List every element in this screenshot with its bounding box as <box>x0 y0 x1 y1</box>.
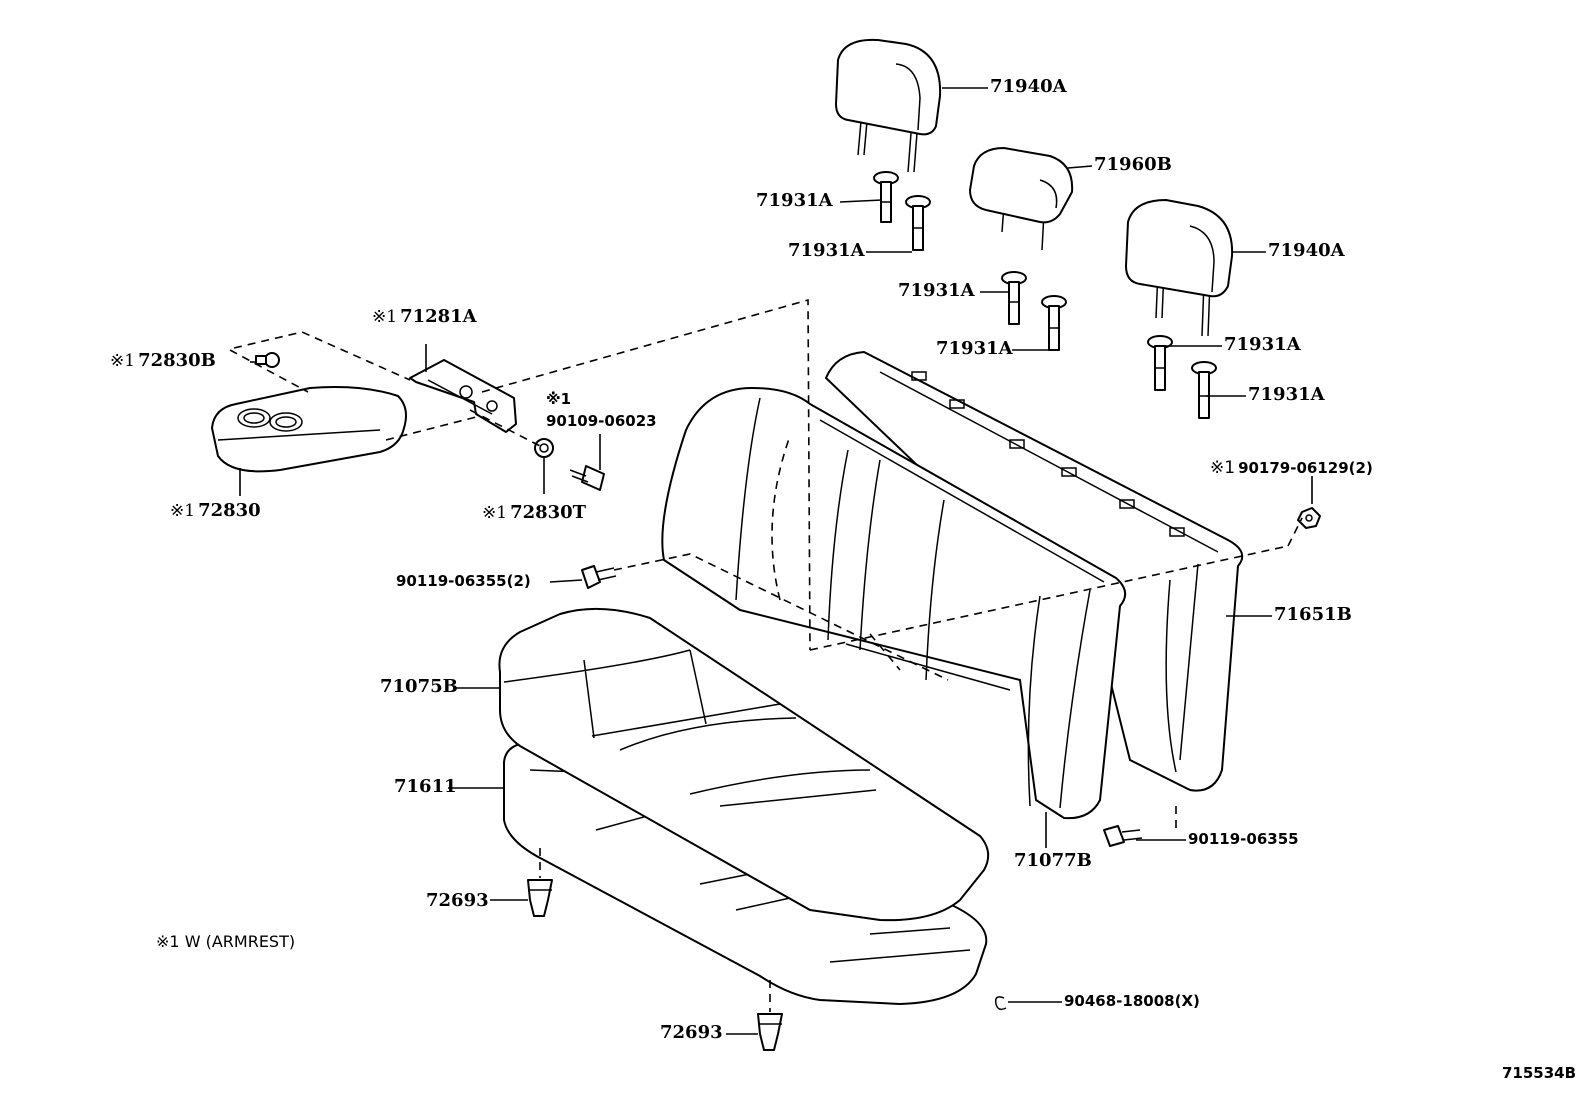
part-label-back-bolt-pair: 90119-06355(2) <box>396 572 531 590</box>
part-label-support-5: 71931A <box>1224 334 1301 355</box>
part-label-support-6: 71931A <box>1248 384 1325 405</box>
clip-1-drawing <box>527 879 553 917</box>
part-label-back-bolt: 90119-06355 <box>1188 830 1299 848</box>
headrest-right-drawing <box>1125 199 1234 337</box>
nut-drawing <box>1297 507 1321 529</box>
headrest-supports-drawing <box>873 171 1217 419</box>
part-label-support-1: 71931A <box>756 190 833 211</box>
bushing-t-drawing <box>534 438 554 458</box>
part-label-support-3: 71931A <box>898 280 975 301</box>
seat-cushion-drawing <box>498 607 990 1005</box>
hog-ring-drawing <box>994 996 1007 1011</box>
armrest-bracket-drawing <box>409 359 517 433</box>
bolt-pair-drawing <box>581 565 617 589</box>
part-label-armrest-bolt-mark: ※1 <box>546 390 572 408</box>
part-label-clip-1: 72693 <box>426 890 489 911</box>
assembly-lines <box>229 298 1303 1012</box>
armrest-drawing <box>211 386 407 473</box>
diagram-code: 715534B <box>1502 1064 1577 1082</box>
part-label-back-cover: 71651B <box>1274 604 1352 625</box>
part-label-cushion-pad: 71611 <box>394 776 457 797</box>
clip-2-drawing <box>757 1013 783 1051</box>
part-label-clip-2: 72693 <box>660 1022 723 1043</box>
part-label-support-4: 71931A <box>936 338 1013 359</box>
part-label-support-2: 71931A <box>788 240 865 261</box>
bushing-b-drawing <box>255 352 280 368</box>
part-label-headrest-left: 71940A <box>990 76 1067 97</box>
part-label-headrest-center: 71960B <box>1094 154 1172 175</box>
part-label-headrest-right: 71940A <box>1268 240 1345 261</box>
seat-back-drawing <box>661 351 1244 820</box>
part-label-back-pad: 71077B <box>1014 850 1092 871</box>
headrest-left-drawing <box>835 38 942 173</box>
part-label-cushion-cover: 71075B <box>380 676 458 697</box>
headrest-center-drawing <box>969 147 1074 251</box>
bolt-single-drawing <box>1103 825 1143 847</box>
part-label-hog-ring: 90468-18008(X) <box>1064 992 1200 1010</box>
part-label-armrest-bolt: 90109-06023 <box>546 412 657 430</box>
footnote: ※1 W (ARMREST) <box>156 932 296 951</box>
bolt-armrest-drawing <box>569 465 605 491</box>
leader-lines <box>239 87 1313 1035</box>
